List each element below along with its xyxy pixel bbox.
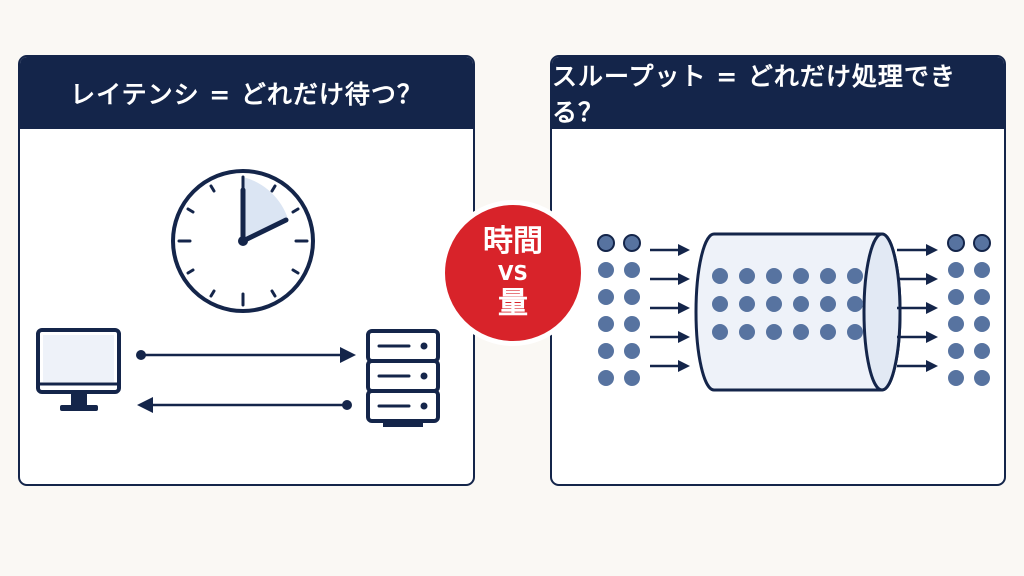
arrow-right-icon [650,331,690,343]
data-dot [598,316,614,332]
arrow-right-icon [650,360,690,372]
data-dot [766,268,782,284]
arrow-right-icon [897,331,938,343]
data-dot [947,234,965,252]
data-dot [974,316,990,332]
data-dot [624,343,640,359]
badge-time-label: 時間 [483,224,543,259]
data-dot [624,370,640,386]
arrow-right-icon [650,273,690,285]
data-dot [948,370,964,386]
data-dot [973,234,991,252]
input-data-dots [597,234,641,386]
badge-vs-label: VS [498,261,528,285]
latency-illustration [36,169,440,427]
data-dot [598,370,614,386]
throughput-illustration [597,232,991,392]
throughput-panel: スループット = どれだけ処理できる？ [550,55,1006,486]
data-dot [793,268,809,284]
badge-amount-label: 量 [498,286,528,321]
data-dot [598,262,614,278]
latency-panel: レイテンシ = どれだけ待つ？ [18,55,475,486]
data-dot [793,296,809,312]
arrow-right-icon [897,273,938,285]
clock-icon [171,169,315,313]
arrow-right-icon [136,347,356,363]
data-dot [948,343,964,359]
data-dot [598,343,614,359]
data-dot [820,324,836,340]
data-dot [623,234,641,252]
data-dot [712,268,728,284]
data-dot [739,268,755,284]
data-dot [793,324,809,340]
data-dot [624,289,640,305]
latency-title: レイテンシ = どれだけ待つ？ [20,57,473,129]
data-dot [598,289,614,305]
input-arrows [650,244,690,372]
server-icon [366,329,440,427]
data-dot [847,296,863,312]
data-dot [766,324,782,340]
pipe-data-dots [712,268,863,340]
data-dot [712,296,728,312]
data-dot [624,262,640,278]
data-dot [624,316,640,332]
data-dot [974,343,990,359]
arrow-right-icon [897,302,938,314]
arrow-right-icon [897,360,938,372]
data-dot [766,296,782,312]
data-dot [820,296,836,312]
data-dot [847,268,863,284]
data-dot [948,262,964,278]
data-dot [974,289,990,305]
data-dot [948,316,964,332]
data-dot [739,324,755,340]
arrow-right-icon [897,244,938,256]
monitor-icon [36,328,121,411]
output-data-dots [947,234,991,386]
pipe-icon [694,232,902,392]
data-dot [712,324,728,340]
data-dot [820,268,836,284]
data-dot [948,289,964,305]
throughput-title: スループット = どれだけ処理できる？ [552,57,1004,129]
data-dot [847,324,863,340]
vs-badge: 時間 VS 量 [440,200,586,346]
output-arrows [897,244,938,372]
arrow-right-icon [650,302,690,314]
arrow-right-icon [650,244,690,256]
data-dot [739,296,755,312]
data-dot [974,262,990,278]
arrow-left-icon [137,397,352,413]
data-dot [597,234,615,252]
data-dot [974,370,990,386]
